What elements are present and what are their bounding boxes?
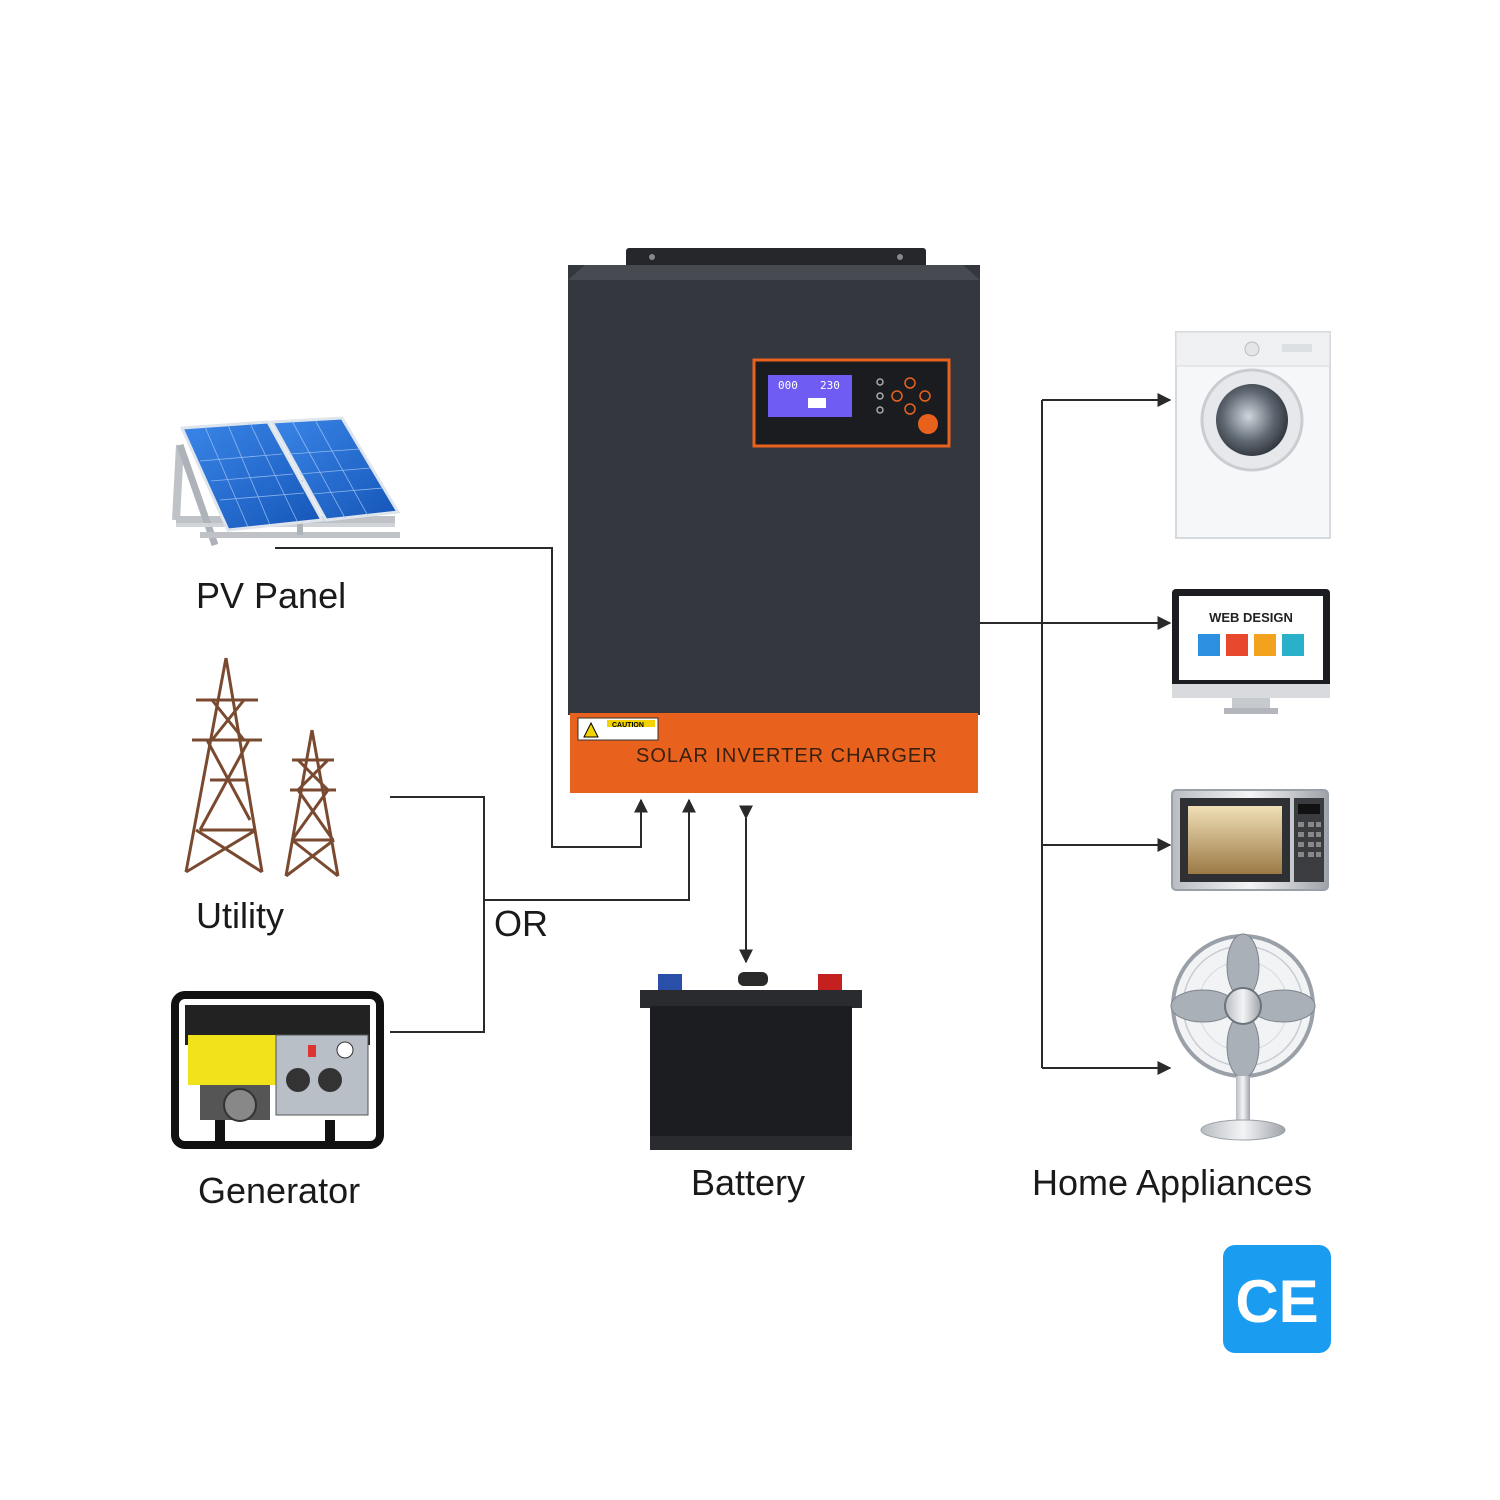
home-appliances-label: Home Appliances: [1032, 1162, 1312, 1203]
caution-label: CAUTION: [612, 722, 644, 729]
diagram-labels: PV Panel Utility OR Generator Battery Ho…: [196, 575, 1312, 1211]
battery-icon: [640, 972, 862, 1150]
generator-icon: [171, 991, 384, 1149]
monitor-screen-title: WEB DESIGN: [1209, 610, 1293, 625]
monitor-icon: WEB DESIGN: [1172, 589, 1330, 714]
lcd-left-readout: 000: [778, 379, 798, 392]
ce-mark: CE: [1235, 1268, 1318, 1335]
washing-machine-icon: [1175, 331, 1331, 539]
lcd-right-readout: 230: [820, 379, 840, 392]
pv-connection-line: [275, 547, 648, 848]
inverter-icon: 000 230 CAUTION SOLAR INVERTER CHARGER: [568, 248, 980, 793]
power-tower-icon: [184, 657, 340, 878]
solar-panel-icon: [172, 416, 401, 547]
or-label: OR: [494, 903, 548, 944]
pv-panel-label: PV Panel: [196, 575, 346, 616]
generator-label: Generator: [198, 1170, 360, 1211]
grid-input-line: [484, 798, 696, 901]
ce-badge: CE: [1223, 1245, 1331, 1353]
utility-connection-line: [390, 796, 485, 1033]
microwave-icon: [1171, 789, 1329, 891]
battery-label: Battery: [691, 1162, 805, 1203]
inverter-front-text: SOLAR INVERTER CHARGER: [636, 745, 938, 767]
utility-label: Utility: [196, 895, 284, 936]
fan-icon: [1170, 933, 1316, 1141]
connection-lines: [275, 393, 1172, 1075]
